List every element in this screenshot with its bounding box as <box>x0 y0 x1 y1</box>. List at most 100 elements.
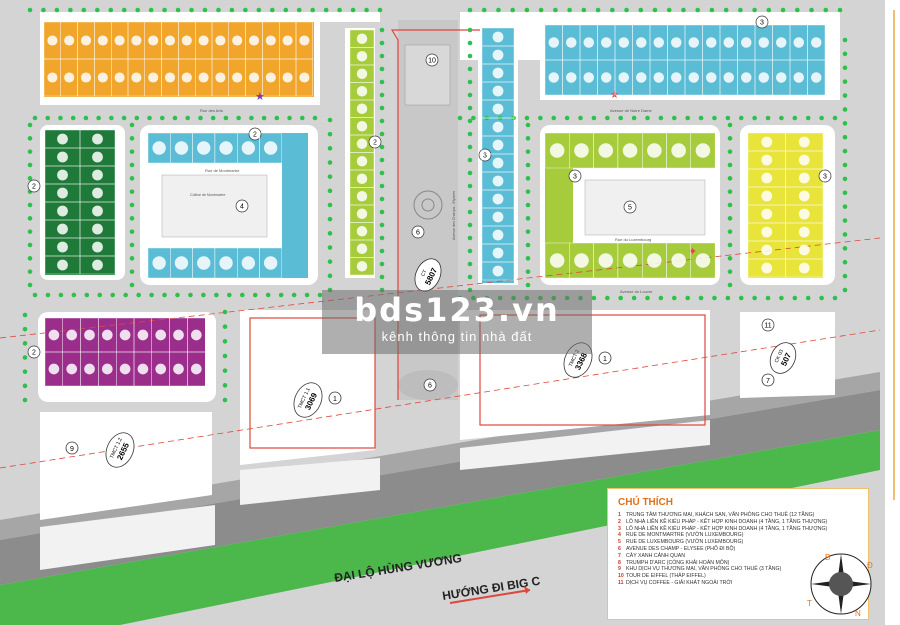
tree <box>121 7 127 13</box>
house-marker <box>601 72 612 83</box>
tree <box>842 51 848 57</box>
house-marker <box>741 72 752 83</box>
tree <box>129 189 135 194</box>
house-marker <box>492 265 504 277</box>
tree <box>96 115 101 121</box>
tree <box>467 235 473 241</box>
tree <box>645 295 650 301</box>
tree <box>467 53 473 59</box>
house-marker <box>601 37 612 48</box>
tree <box>738 295 744 301</box>
tree <box>738 115 744 121</box>
tree <box>727 162 733 168</box>
house-marker <box>190 363 202 375</box>
tree <box>610 7 615 13</box>
house-marker <box>356 261 368 272</box>
tree <box>578 115 583 121</box>
house-marker <box>492 175 504 187</box>
tree <box>222 324 228 329</box>
house-marker <box>155 329 167 341</box>
tree <box>658 115 664 121</box>
house-marker <box>190 329 202 341</box>
house-unit <box>785 258 824 278</box>
house-marker <box>636 37 647 48</box>
house-marker <box>761 262 773 274</box>
house-marker <box>798 190 810 202</box>
house-marker <box>197 141 211 155</box>
tree <box>172 115 178 121</box>
house-marker <box>173 329 184 341</box>
tree <box>605 295 610 301</box>
house-marker <box>152 256 166 270</box>
tree <box>27 136 33 141</box>
tree <box>261 115 267 121</box>
tree <box>202 7 208 13</box>
tree <box>698 115 704 121</box>
tree <box>129 216 135 221</box>
tree <box>299 115 305 121</box>
house-marker <box>492 247 504 259</box>
tree <box>467 92 473 98</box>
house-marker <box>761 226 773 238</box>
tree <box>842 162 848 168</box>
house-marker <box>622 143 638 158</box>
tree <box>467 196 473 202</box>
tree <box>842 37 848 43</box>
tree <box>842 190 848 196</box>
street-label-rue-des-arts: Rue des Arts <box>200 108 223 113</box>
tree <box>227 292 232 298</box>
tree <box>727 149 733 154</box>
house-marker <box>57 187 68 199</box>
tree <box>567 7 572 13</box>
tree <box>712 115 717 121</box>
tree <box>645 115 650 121</box>
tree <box>265 292 271 298</box>
house-marker <box>706 37 717 48</box>
tree <box>727 216 733 221</box>
tree-rows <box>22 7 848 403</box>
tree <box>310 7 315 13</box>
tree <box>842 218 848 223</box>
house-marker <box>152 141 166 155</box>
tree <box>136 292 141 298</box>
house-marker <box>265 35 276 46</box>
house-marker <box>758 37 769 48</box>
house-marker <box>356 191 368 202</box>
tree <box>779 115 784 121</box>
house-marker <box>492 49 504 61</box>
tree <box>842 176 848 182</box>
house-marker <box>761 154 773 166</box>
tree <box>129 282 135 288</box>
house-marker <box>776 72 787 83</box>
tree <box>32 292 38 298</box>
house-marker <box>598 143 614 158</box>
tree <box>752 295 757 301</box>
house-marker <box>741 37 752 48</box>
house-marker <box>131 72 142 83</box>
lot-num-7: 7 <box>766 378 770 385</box>
tree <box>681 7 686 13</box>
tree <box>54 7 60 13</box>
tree <box>162 292 167 298</box>
house-marker <box>492 211 504 223</box>
tree <box>129 242 135 248</box>
house-marker <box>761 244 773 256</box>
tree <box>837 7 843 13</box>
area-number: 5 <box>628 205 632 212</box>
house-marker <box>798 262 810 274</box>
area-number-marker <box>568 169 582 183</box>
tree <box>467 79 473 85</box>
parcel-strip-3 <box>40 505 215 570</box>
house-marker <box>798 172 810 184</box>
house-marker <box>119 329 131 341</box>
block-orange-houses <box>44 22 314 97</box>
tree <box>243 7 248 13</box>
house-marker <box>57 133 68 145</box>
house-marker <box>265 72 276 83</box>
tree <box>110 292 116 298</box>
area-number: 2 <box>32 184 36 191</box>
house-marker <box>57 241 68 253</box>
house-marker <box>198 35 209 46</box>
